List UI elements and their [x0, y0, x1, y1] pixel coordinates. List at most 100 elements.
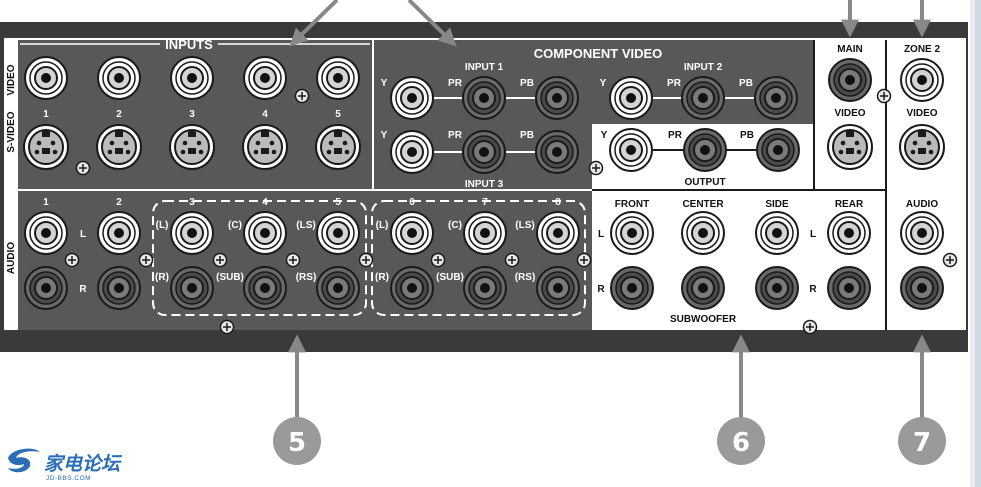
subwoofer-jack — [681, 266, 725, 310]
logo-name: 家电论坛 — [44, 453, 123, 475]
screw-audio-6 — [430, 252, 446, 268]
in2-y-label: Y — [600, 78, 607, 89]
in3-y-label: Y — [381, 130, 388, 141]
main-video-jack — [828, 58, 872, 102]
input-number-1: 1 — [43, 109, 49, 120]
screw-inputs-mid — [75, 160, 91, 176]
tag-rs-g1: (RS) — [296, 272, 317, 283]
tag-c-g1: (C) — [228, 220, 242, 231]
callout-number-6: 6 — [732, 428, 750, 458]
arrow-top-component — [407, 0, 457, 47]
out-y-label: Y — [601, 130, 608, 141]
video-input-jack-3 — [170, 56, 214, 100]
audio-2-l-jack — [97, 211, 141, 255]
audio-5-ls-jack — [316, 211, 360, 255]
out-pr-label: PR — [668, 130, 683, 141]
screw-component — [588, 160, 604, 176]
audio-number-4: 4 — [262, 197, 268, 208]
audio-number-3: 3 — [189, 197, 195, 208]
in3-pb-jack — [535, 130, 579, 174]
audio-7-sub-jack — [463, 266, 507, 310]
side-l-jack — [755, 211, 799, 255]
input-number-4: 4 — [262, 109, 268, 120]
zone2-video-label: VIDEO — [906, 108, 937, 119]
audio-4-sub-jack — [243, 266, 287, 310]
tag-ls-g1: (LS) — [296, 220, 315, 231]
in3-pr-jack — [462, 130, 506, 174]
svideo-input-jack-3 — [169, 124, 215, 170]
out-pb-jack — [756, 128, 800, 172]
screw-audio-1 — [64, 252, 80, 268]
out-pr-jack — [683, 128, 727, 172]
screw-audio-3 — [212, 252, 228, 268]
audio-1-l-jack — [24, 211, 68, 255]
screw-inputs-top — [294, 88, 310, 104]
side-r-jack — [755, 266, 799, 310]
in1-y-jack — [390, 76, 434, 120]
output-front-label: FRONT — [615, 199, 649, 210]
in2-pb-jack — [754, 76, 798, 120]
screw-audio-bottom — [219, 319, 235, 335]
callout-badge-5 — [273, 417, 321, 465]
main-video-label: VIDEO — [834, 108, 865, 119]
in2-pr-label: PR — [667, 78, 682, 89]
screw-outputs — [802, 319, 818, 335]
zone2-label: ZONE 2 — [904, 44, 941, 55]
logo-swirl-icon — [8, 448, 40, 473]
audio-number-8: 8 — [555, 197, 561, 208]
audio-5-rs-jack — [316, 266, 360, 310]
side-l-label: L — [810, 229, 816, 240]
zone2-svideo-jack — [899, 124, 945, 170]
screw-main — [876, 88, 892, 104]
audio-number-5: 5 — [335, 197, 341, 208]
video-input-jack-2 — [97, 56, 141, 100]
in1-pb-jack — [535, 76, 579, 120]
tag-l-g2: (L) — [376, 220, 389, 231]
screw-audio-8 — [576, 252, 592, 268]
zone2-video-jack — [900, 58, 944, 102]
front-l-jack — [610, 211, 654, 255]
audio-4-c-jack — [243, 211, 287, 255]
video-input-jack-1 — [24, 56, 68, 100]
audio-6-r-jack — [390, 266, 434, 310]
component-input3-label: INPUT 3 — [465, 179, 504, 190]
tag-c-g2: (C) — [448, 220, 462, 231]
component-input2-label: INPUT 2 — [684, 62, 723, 73]
audio-3-l-jack — [170, 211, 214, 255]
svideo-input-jack-5 — [315, 124, 361, 170]
audio-1-r-jack — [24, 266, 68, 310]
screw-audio-5 — [358, 252, 374, 268]
component-video-title: COMPONENT VIDEO — [534, 46, 663, 61]
audio-number-1: 1 — [43, 197, 49, 208]
rear-r-jack — [827, 266, 871, 310]
arrow-top-inputs — [289, 0, 339, 47]
callout-badge-6 — [717, 417, 765, 465]
screw-audio-7 — [504, 252, 520, 268]
tag-sub-g2: (SUB) — [436, 272, 464, 283]
in1-pb-label: PB — [520, 78, 534, 89]
tag-r-g2: (R) — [375, 272, 389, 283]
audio-number-7: 7 — [482, 197, 488, 208]
front-r-label: R — [597, 284, 605, 295]
screw-audio-2 — [138, 252, 154, 268]
audio-number-6: 6 — [409, 197, 415, 208]
output-side-label: SIDE — [765, 199, 789, 210]
in1-pr-jack — [462, 76, 506, 120]
output-rear-label: REAR — [835, 199, 864, 210]
zone2-audio-label: AUDIO — [906, 199, 938, 210]
tag-sub-g1: (SUB) — [216, 272, 244, 283]
in3-pb-label: PB — [520, 130, 534, 141]
audio-3-r-jack — [170, 266, 214, 310]
in2-pr-jack — [681, 76, 725, 120]
inputs-title: INPUTS — [165, 37, 213, 52]
input-number-2: 2 — [116, 109, 122, 120]
zone2-audio-r-jack — [900, 266, 944, 310]
callout-badge-7 — [898, 417, 946, 465]
front-l-label: L — [598, 229, 604, 240]
logo-url: JD-BBS.COM — [46, 475, 91, 482]
front-r-jack — [610, 266, 654, 310]
in3-y-jack — [390, 130, 434, 174]
out-pb-label: PB — [740, 130, 754, 141]
